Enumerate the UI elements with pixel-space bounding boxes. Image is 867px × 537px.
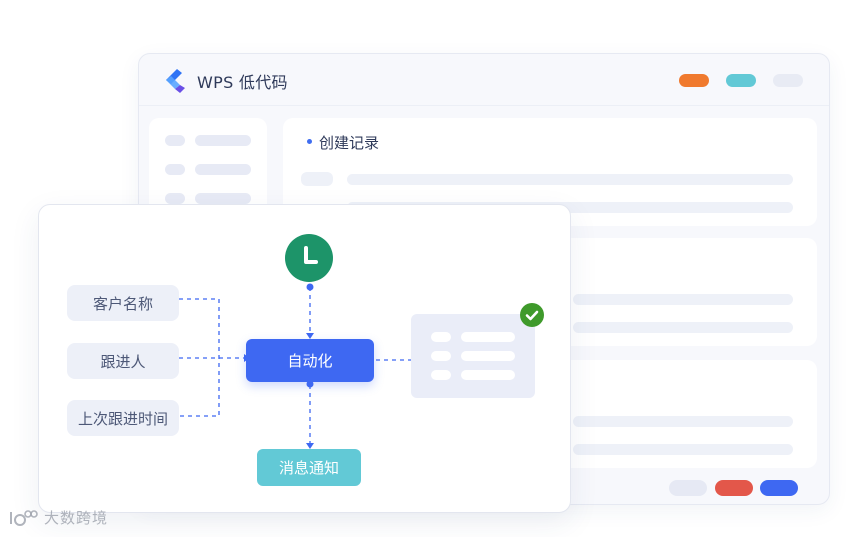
window-gray-pill[interactable] [773,74,803,87]
sidebar-placeholder-item[interactable] [195,164,251,175]
placeholder-line [347,174,793,185]
result-record-box [411,314,535,398]
placeholder-line [347,202,793,213]
field-chip-customer-name[interactable]: 客户名称 [67,285,179,321]
watermark-text: 大数跨境 [44,509,109,527]
placeholder-bar [461,370,515,380]
clock-icon[interactable] [285,234,333,282]
placeholder-dot [431,351,451,361]
sidebar-placeholder-icon [165,164,185,175]
footer-blue-button[interactable] [760,480,798,496]
sidebar-placeholder-item[interactable] [195,193,251,204]
field-chip-follower[interactable]: 跟进人 [67,343,179,379]
placeholder-bar [461,332,515,342]
card-title: 创建记录 [307,132,379,153]
flow-connectors [179,283,411,449]
app-title: WPS 低代码 [197,73,288,92]
placeholder-line [573,322,793,333]
check-circle-icon [520,303,544,327]
placeholder-bar [461,351,515,361]
watermark: 大数跨境 [8,507,108,528]
placeholder-line [573,444,793,455]
placeholder-dot [431,332,451,342]
window-teal-pill[interactable] [726,74,756,87]
placeholder-dot [431,370,451,380]
placeholder-chip [301,172,333,186]
placeholder-line [573,416,793,427]
sidebar-placeholder-item[interactable] [195,135,251,146]
message-notify-button[interactable]: 消息通知 [257,449,361,486]
bullet-icon [307,139,312,144]
automation-flow-panel: 客户名称 跟进人 上次跟进时间 自动化 消息通知 [38,204,571,513]
sidebar-placeholder-icon [165,193,185,204]
window-header: WPS 低代码 [139,54,829,106]
placeholder-line [573,294,793,305]
card-title-text: 创建记录 [319,134,380,152]
field-chip-last-follow-time[interactable]: 上次跟进时间 [67,400,179,436]
footer-gray-button[interactable] [669,480,707,496]
watermark-logo-icon [10,509,38,526]
sidebar-placeholder-icon [165,135,185,146]
footer-red-button[interactable] [715,480,753,496]
window-orange-pill[interactable] [679,74,709,87]
automation-button[interactable]: 自动化 [246,339,374,382]
wps-lowcode-logo-icon [166,69,185,93]
